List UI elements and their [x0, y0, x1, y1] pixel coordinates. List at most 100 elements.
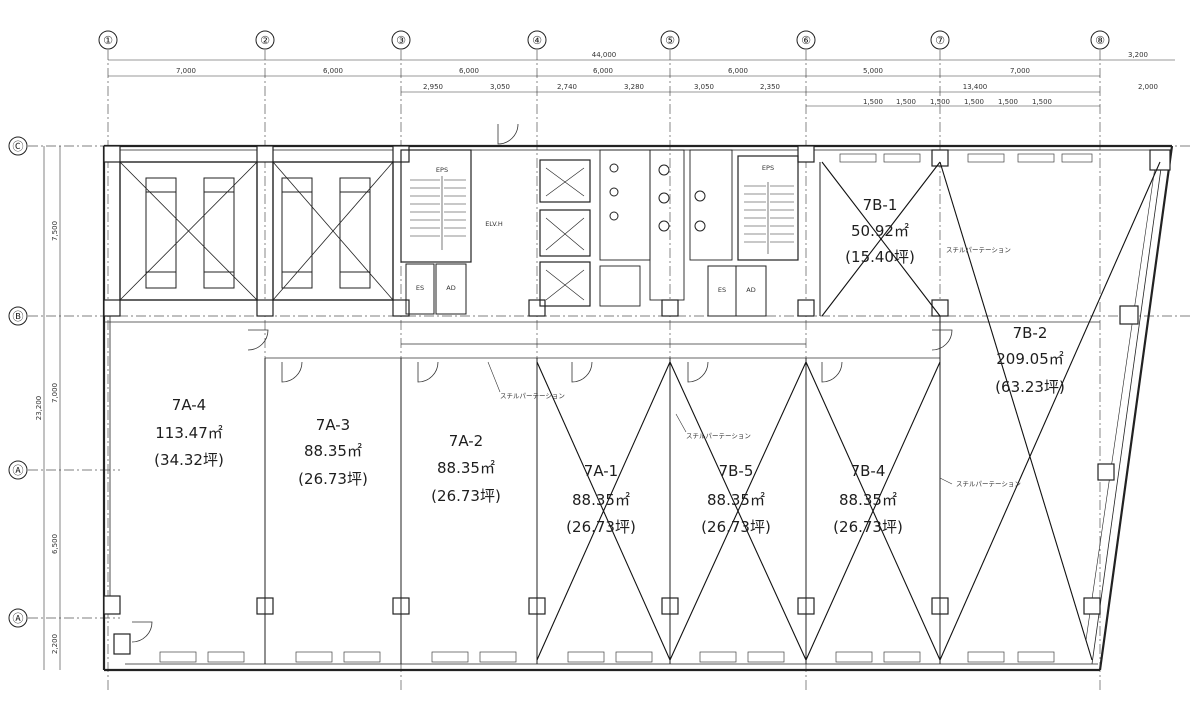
unit-7a-3: 7A-3 88.35㎡ (26.73坪) [298, 416, 368, 488]
unit-7b-4: 7B-4 88.35㎡ (26.73坪) [833, 462, 903, 536]
partition-label: スチルパーテーション [686, 432, 751, 440]
unit-7a-2: 7A-2 88.35㎡ (26.73坪) [431, 432, 501, 505]
svg-text:Ⓑ: Ⓑ [13, 310, 24, 323]
axis-marker-col-4: ④ [527, 30, 547, 50]
unit-id: 7B-4 [851, 462, 886, 480]
dim-left-span: 7,500 [51, 221, 59, 241]
unit-cross-marks [536, 161, 1161, 661]
dim-span: 5,000 [863, 67, 883, 75]
unit-7a-4: 7A-4 113.47㎡ (34.32坪) [154, 396, 224, 469]
tenant-partitions [264, 162, 941, 664]
core-eps-label: EPS [436, 166, 448, 174]
dim-fine-span: 1,500 [1032, 98, 1052, 106]
unit-id: 7A-3 [316, 416, 350, 434]
unit-area: 88.35㎡ [304, 442, 362, 460]
axis-marker-col-3: ③ [391, 30, 411, 50]
partition-label: スチルパーテーション [956, 480, 1021, 488]
unit-tsubo: (26.73坪) [431, 487, 501, 505]
unit-id: 7B-1 [863, 196, 898, 214]
svg-text:Ⓒ: Ⓒ [13, 140, 24, 153]
svg-text:⑧: ⑧ [1095, 34, 1105, 47]
svg-text:⑥: ⑥ [801, 34, 811, 47]
dim-sub-span: 2,950 [423, 83, 443, 91]
corridor [104, 321, 1100, 359]
unit-7b-5: 7B-5 88.35㎡ (26.73坪) [701, 462, 771, 536]
dim-span: 7,000 [176, 67, 196, 75]
dim-sub-total: 13,400 [963, 83, 988, 91]
dim-left-span: 6,500 [51, 534, 59, 554]
top-dimensions [108, 59, 1175, 107]
elevator-hall-label: ELV.H [485, 220, 503, 228]
dim-left-total: 23,200 [35, 396, 43, 421]
mechanical-bays [119, 161, 394, 301]
dim-fine-span: 1,500 [998, 98, 1018, 106]
left-dimensions [43, 146, 61, 670]
core-area [400, 149, 799, 317]
unit-id: 7A-4 [172, 396, 206, 414]
axis-marker-col-2: ② [255, 30, 275, 50]
dim-fine-span: 1,500 [964, 98, 984, 106]
unit-tsubo: (26.73坪) [701, 518, 771, 536]
dim-total-width: 44,000 [592, 51, 617, 59]
unit-tsubo: (34.32坪) [154, 451, 224, 469]
unit-id: 7B-5 [719, 462, 754, 480]
window-mullions [159, 153, 1093, 663]
dim-span: 6,000 [323, 67, 343, 75]
unit-area: 88.35㎡ [839, 491, 897, 509]
unit-7a-1: 7A-1 88.35㎡ (26.73坪) [566, 462, 636, 536]
exterior-walls [102, 144, 1174, 672]
unit-id: 7A-1 [584, 462, 618, 480]
partition-callouts [487, 361, 953, 485]
axis-marker-col-1: ① [98, 30, 118, 50]
dim-sub-span: 2,740 [557, 83, 577, 91]
dim-sub-span: 2,350 [760, 83, 780, 91]
dim-span: 6,000 [593, 67, 613, 75]
dim-fine-span: 1,500 [863, 98, 883, 106]
unit-tsubo: (63.23坪) [995, 378, 1065, 396]
unit-id: 7A-2 [449, 432, 483, 450]
doors [131, 123, 953, 643]
ad-label: AD [746, 286, 755, 294]
dim-span: 7,000 [1010, 67, 1030, 75]
row-axis-markers: Ⓒ Ⓑ Ⓐ Ⓐ [8, 136, 28, 628]
partition-label: スチルパーテーション [500, 392, 565, 400]
ad-label: AD [446, 284, 455, 292]
dim-left-span: 2,200 [51, 634, 59, 654]
axis-marker-row-b: Ⓑ [8, 306, 28, 326]
axis-marker-row-a2: Ⓐ [8, 608, 28, 628]
axis-marker-col-6: ⑥ [796, 30, 816, 50]
unit-7b-1: 7B-1 50.92㎡ (15.40坪) [845, 196, 915, 266]
dim-fine-span: 1,500 [896, 98, 916, 106]
svg-text:④: ④ [532, 34, 542, 47]
unit-area: 88.35㎡ [437, 459, 495, 477]
column-axis-markers: ① ② ③ ④ ⑤ ⑥ ⑦ ⑧ [98, 30, 1110, 50]
dim-left-span: 7,000 [51, 383, 59, 403]
unit-area: 50.92㎡ [851, 222, 909, 240]
partition-label: スチルパーテーション [946, 246, 1011, 254]
axis-marker-row-c: Ⓒ [8, 136, 28, 156]
unit-tsubo: (15.40坪) [845, 248, 915, 266]
dim-sub-span: 3,050 [694, 83, 714, 91]
svg-text:②: ② [260, 34, 270, 47]
structural-columns [103, 145, 1171, 655]
es-label: ES [718, 286, 726, 294]
es-label: ES [416, 284, 424, 292]
axis-marker-row-a: Ⓐ [8, 460, 28, 480]
dim-extra-width: 3,200 [1128, 51, 1148, 59]
svg-text:⑤: ⑤ [665, 34, 675, 47]
axis-marker-col-5: ⑤ [660, 30, 680, 50]
dim-sub-extra: 2,000 [1138, 83, 1158, 91]
dim-span: 6,000 [728, 67, 748, 75]
svg-text:Ⓐ: Ⓐ [13, 612, 24, 625]
unit-id: 7B-2 [1013, 324, 1048, 342]
svg-text:③: ③ [396, 34, 406, 47]
core-eps-label: EPS [762, 164, 774, 172]
unit-tsubo: (26.73坪) [833, 518, 903, 536]
dim-fine-span: 1,500 [930, 98, 950, 106]
axis-marker-col-8: ⑧ [1090, 30, 1110, 50]
unit-area: 88.35㎡ [572, 491, 630, 509]
axis-marker-col-7: ⑦ [930, 30, 950, 50]
unit-area: 113.47㎡ [155, 424, 223, 442]
unit-7b-2: 7B-2 209.05㎡ (63.23坪) [995, 324, 1065, 396]
